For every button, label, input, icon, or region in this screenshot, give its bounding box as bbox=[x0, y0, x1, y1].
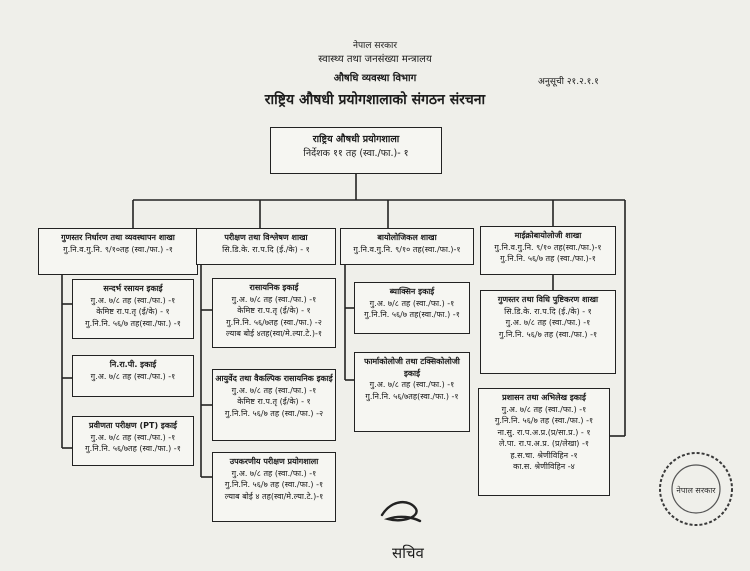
pharmacology-unit-box: फार्माकोलोजी तथा टक्सिकोलोजी इकाई गु.अ. … bbox=[354, 352, 470, 432]
admin-unit-line: गु.अ. ७/८ तह (स्वा./फा.) -१ bbox=[501, 404, 587, 414]
pt-unit-box: प्रवीणता परीक्षण (PT) इकाई गु.अ. ७/८ तह … bbox=[72, 416, 194, 466]
signature-mark bbox=[380, 501, 422, 523]
equipment-unit-line: गु.नि.नि. ५६/७ तह (स्वा./फा.) -१ bbox=[224, 480, 324, 489]
national-lab-line: निर्देशक ११ तह (स्वा./फा.)- १ bbox=[303, 148, 409, 159]
micro-section-line: गु.नि.व.गु.नि. ९/१० तह(स्वा./फा.)-१ bbox=[494, 242, 602, 252]
reference-unit-title: सन्दर्भ रसायन इकाई bbox=[103, 284, 163, 293]
national-lab-title: राष्ट्रिय औषधी प्रयोगशाला bbox=[312, 134, 400, 145]
pharmacology-unit-line: गु.अ. ७/८ तह (स्वा./फा.) -१ bbox=[369, 380, 455, 389]
qa-section-title: गुणस्तर निर्धारण तथा व्यवस्थापन शाखा bbox=[61, 233, 175, 242]
admin-unit-line: का.स. श्रेणीविहिन -४ bbox=[513, 462, 575, 471]
equipment-unit-title: उपकरणीय परीक्षण प्रयोगशाला bbox=[229, 457, 319, 466]
pt-unit-title: प्रवीणता परीक्षण (PT) इकाई bbox=[89, 421, 177, 430]
micro-section-box: माईक्रोबायोलोजी शाखा गु.नि.व.गु.नि. ९/१०… bbox=[480, 226, 616, 275]
chemical-unit-title: रासायनिक इकाई bbox=[249, 283, 299, 292]
reference-unit-line: केमिष्ट रा.प.तृ (ई/के) - १ bbox=[96, 307, 170, 316]
pt-unit-line: गु.नि.नि. ५६/७तह (स्वा./फा.) -१ bbox=[85, 444, 181, 453]
admin-unit-title: प्रशासन तथा अभिलेख इकाई bbox=[502, 393, 586, 402]
equipment-unit-line: गु.अ. ७/८ तह (स्वा./फा.) -१ bbox=[231, 468, 317, 478]
nrp-unit-title: नि.रा.पी. इकाई bbox=[109, 360, 157, 369]
testing-section-line: सि.डि.के. रा.प.दि (ई./के) - १ bbox=[222, 244, 310, 254]
reference-unit-line: गु.नि.नि. ५६/७ तह(स्वा./फा.) -१ bbox=[85, 318, 181, 328]
ayurveda-unit-title: आयुर्वेद तथा वैकल्पिक रासायनिक इकाई bbox=[215, 374, 333, 383]
equipment-unit-box: उपकरणीय परीक्षण प्रयोगशाला गु.अ. ७/८ तह … bbox=[212, 452, 336, 522]
national-lab-box: राष्ट्रिय औषधी प्रयोगशाला निर्देशक ११ तह… bbox=[270, 127, 442, 174]
ministry-name: स्वास्थ्य तथा जनसंख्या मन्त्रालय bbox=[318, 54, 432, 65]
pharmacology-unit-line: गु.नि.नि. ५६/७तह(स्वा./फा.) -१ bbox=[365, 391, 459, 401]
annex-number: अनुसूची २१.२.१.१ bbox=[538, 77, 599, 87]
immunization-unit-box: ब्याक्सिन इकाई गु.अ. ७/८ तह (स्वा./फा.) … bbox=[354, 282, 470, 334]
official-stamp: नेपाल सरकार bbox=[659, 452, 733, 526]
nrp-unit-line: गु.अ. ७/८ तह (स्वा./फा.) -१ bbox=[90, 371, 176, 381]
ayurveda-unit-box: आयुर्वेद तथा वैकल्पिक रासायनिक इकाई गु.अ… bbox=[212, 369, 336, 441]
immunization-unit-title: ब्याक्सिन इकाई bbox=[389, 287, 435, 296]
bio-section-title: बायोलोजिकल शाखा bbox=[377, 233, 437, 242]
testing-section-title: परीक्षण तथा विश्लेषण शाखा bbox=[224, 233, 308, 242]
pharmacology-unit-title: फार्माकोलोजी तथा टक्सिकोलोजी इकाई bbox=[364, 357, 460, 378]
chart-title: राष्ट्रिय औषधी प्रयोगशालाको संगठन संरचना bbox=[264, 92, 486, 108]
qa-section-box: गुणस्तर निर्धारण तथा व्यवस्थापन शाखा गु.… bbox=[38, 228, 198, 275]
ayurveda-unit-line: केमिष्ट रा.प.तृ (ई/के) - १ bbox=[237, 397, 311, 406]
reference-unit-line: गु.अ. ७/८ तह (स्वा./फा.) -१ bbox=[90, 295, 176, 305]
ayurveda-unit-line: गु.अ. ७/८ तह (स्वा./फा.) -१ bbox=[231, 385, 317, 395]
chemical-unit-box: रासायनिक इकाई गु.अ. ७/८ तह (स्वा./फा.) -… bbox=[212, 278, 336, 348]
chemical-unit-line: गु.अ. ७/८ तह (स्वा./फा.) -१ bbox=[231, 294, 317, 304]
testing-section-box: परीक्षण तथा विश्लेषण शाखा सि.डि.के. रा.प… bbox=[196, 228, 336, 265]
admin-unit-box: प्रशासन तथा अभिलेख इकाई गु.अ. ७/८ तह (स्… bbox=[478, 388, 610, 496]
government-name: नेपाल सरकार bbox=[352, 41, 398, 51]
admin-unit-line: गु.नि.नि. ५६/७ तह (स्वा./फा.) -१ bbox=[494, 416, 594, 425]
micro-section-line: गु.नि.नि. ५६/७ तह (स्वा./फा.)-१ bbox=[500, 254, 596, 263]
method-validation-line: गु.अ. ७/८ तह (स्वा./फा.) -१ bbox=[505, 318, 591, 327]
chemical-unit-line: ल्याब बोई ४तह(स्वा/मे.ल्या.टे.)-१ bbox=[226, 329, 322, 338]
chemical-unit-line: गु.नि.नि. ५६/७तह (स्वा./फा.) -२ bbox=[226, 317, 322, 327]
admin-unit-line: ना.सु. रा.प.अ.प्र.(प्र/सा.प्र.) - १ bbox=[497, 427, 591, 437]
bio-section-box: बायोलोजिकल शाखा गु.नि.व.गु.नि. ९/१० तह(स… bbox=[340, 228, 474, 265]
admin-unit-line: ह.स.चा. श्रेणीविहिन -१ bbox=[510, 450, 578, 460]
micro-section-title: माईक्रोबायोलोजी शाखा bbox=[514, 231, 582, 240]
method-validation-line: सि.डि.के. रा.प.दि (ई./के) - १ bbox=[504, 306, 592, 316]
immunization-unit-line: गु.अ. ७/८ तह (स्वा./फा.) -१ bbox=[369, 298, 455, 308]
chemical-unit-line: केमिष्ट रा.प.तृ (ई/के) - १ bbox=[237, 306, 311, 315]
reference-unit-box: सन्दर्भ रसायन इकाई गु.अ. ७/८ तह (स्वा./फ… bbox=[72, 279, 194, 339]
method-validation-box: गुणस्तर तथा विधि पुष्टिकरण शाखा सि.डि.के… bbox=[480, 290, 616, 374]
stamp-text: नेपाल सरकार bbox=[676, 485, 716, 495]
ayurveda-unit-line: गु.नि.नि. ५६/७ तह (स्वा./फा.) -२ bbox=[224, 408, 324, 418]
equipment-unit-line: ल्याब बोई ४ तह(स्वा/मे.ल्या.टे.)-१ bbox=[224, 491, 324, 501]
method-validation-title: गुणस्तर तथा विधि पुष्टिकरण शाखा bbox=[497, 295, 599, 304]
qa-section-line: गु.नि.व.गु.नि. ९/१०तह (स्वा./फा.) -१ bbox=[63, 244, 173, 254]
nrp-unit-box: नि.रा.पी. इकाई गु.अ. ७/८ तह (स्वा./फा.) … bbox=[72, 355, 194, 397]
signature-label: सचिव bbox=[392, 544, 424, 562]
admin-unit-line: ले.पा. रा.प.अ.प्र. (प्र/लेखा) -१ bbox=[498, 439, 590, 448]
department-name: औषधि व्यवस्था विभाग bbox=[333, 73, 417, 84]
immunization-unit-line: गु.नि.नि. ५६/७ तह(स्वा./फा.) -१ bbox=[364, 310, 460, 319]
bio-section-line: गु.नि.व.गु.नि. ९/१० तह(स्वा./फा.)-१ bbox=[353, 244, 461, 254]
method-validation-line: गु.नि.नि. ५६/७ तह (स्वा./फा.) -१ bbox=[498, 329, 598, 339]
pt-unit-line: गु.अ. ७/८ तह (स्वा./फा.) -१ bbox=[90, 432, 176, 442]
